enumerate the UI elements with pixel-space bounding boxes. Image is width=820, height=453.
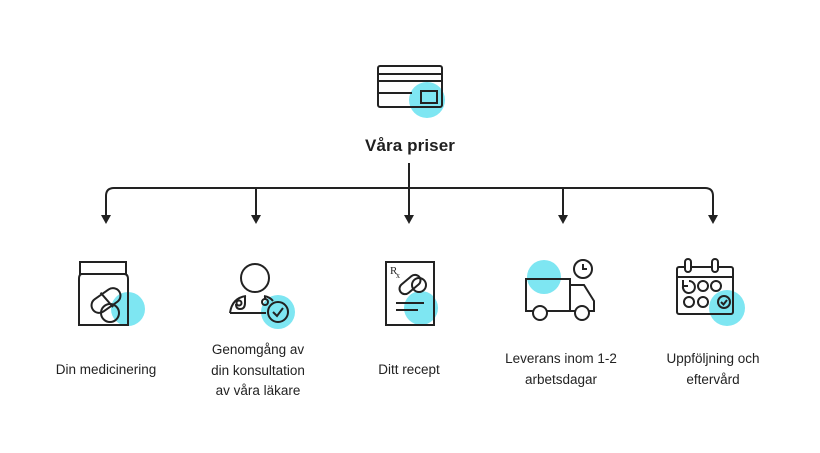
step-label-prescription: Ditt recept (378, 362, 440, 377)
arrow-head-5 (708, 215, 718, 224)
doctor-stethoscope-icon (229, 263, 295, 329)
arrow-head-1 (101, 215, 111, 224)
step-label-consultation: Genomgång av din konsultation av våra lä… (211, 342, 305, 398)
svg-text:x: x (396, 271, 400, 280)
arrow-head-4 (558, 215, 568, 224)
step-label-medication: Din medicinering (55, 362, 157, 377)
diagram-title: Våra priser (365, 136, 455, 155)
credit-card-icon (377, 65, 445, 118)
delivery-truck-icon (525, 259, 595, 321)
step-label-delivery: Leverans inom 1-2 arbetsdagar (505, 351, 617, 387)
step-label-followup: Uppföljning och eftervård (666, 351, 760, 387)
arrow-head-3 (404, 215, 414, 224)
svg-text:R: R (390, 265, 398, 277)
arrow-head-2 (251, 215, 261, 224)
prescription-icon: R x (385, 261, 438, 326)
calendar-icon (676, 258, 745, 326)
medicine-jar-icon (78, 261, 145, 326)
